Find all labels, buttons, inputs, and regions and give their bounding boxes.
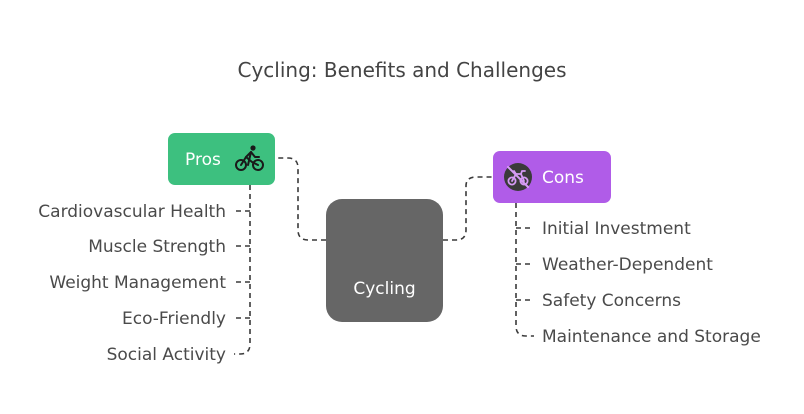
cons-spine — [515, 203, 534, 337]
pros-list: Cardiovascular Health Muscle Strength We… — [38, 202, 226, 365]
cons-item-4: Maintenance and Storage — [542, 327, 761, 347]
cons-node: Cons — [493, 151, 611, 203]
cons-item-2: Weather-Dependent — [542, 255, 713, 275]
pros-item-3: Weight Management — [49, 273, 226, 293]
bicycle-rider-icon — [235, 145, 264, 171]
cons-item-1: Initial Investment — [542, 219, 691, 239]
cons-item-3: Safety Concerns — [542, 291, 681, 311]
diagram-title: Cycling: Benefits and Challenges — [238, 58, 567, 82]
pros-spine — [234, 185, 251, 355]
cons-node-label: Cons — [542, 168, 584, 188]
cons-list: Initial Investment Weather-Dependent Saf… — [542, 219, 761, 347]
pros-item-1: Cardiovascular Health — [38, 202, 226, 222]
pros-node: Pros — [168, 133, 275, 185]
center-node-label: Cycling — [353, 279, 415, 299]
connector-center-pros — [276, 157, 326, 241]
pros-item-5: Social Activity — [107, 345, 226, 365]
pros-node-label: Pros — [185, 150, 221, 170]
pros-item-2: Muscle Strength — [88, 237, 226, 257]
center-node: Cycling — [326, 199, 443, 322]
no-bicycle-icon — [504, 163, 532, 191]
pros-item-4: Eco-Friendly — [122, 309, 226, 329]
connector-center-cons — [443, 176, 493, 241]
